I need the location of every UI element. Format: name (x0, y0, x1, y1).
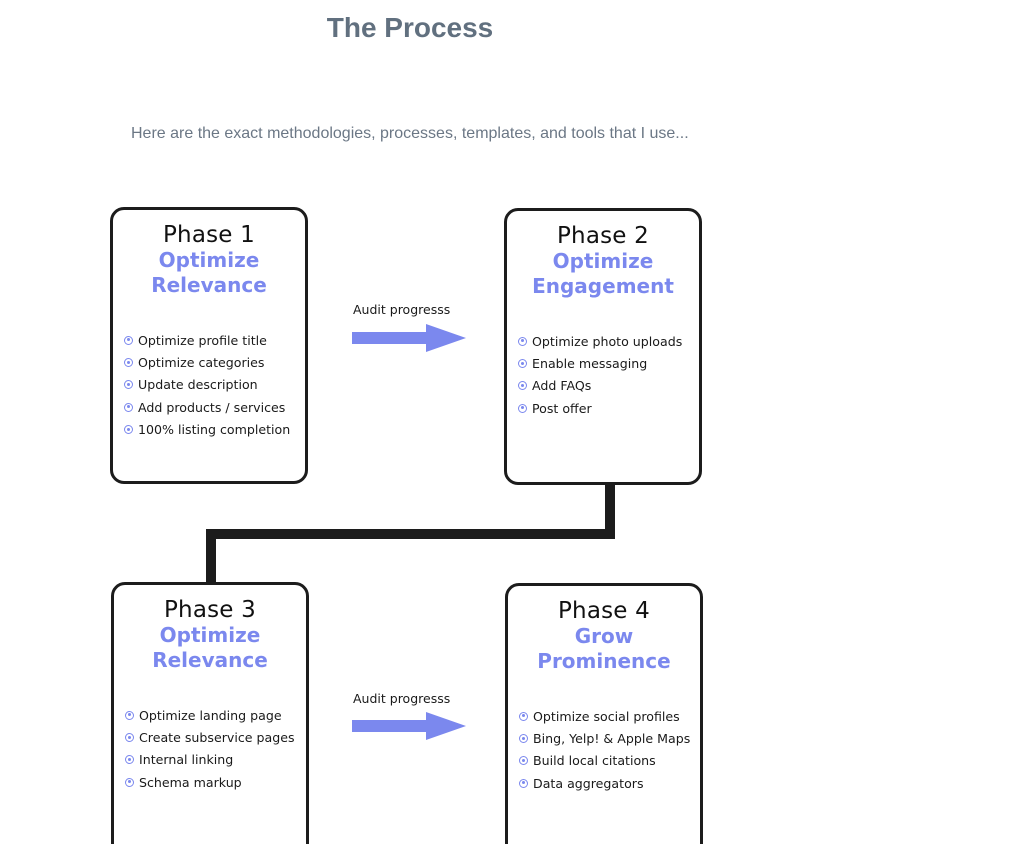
task-label: Add products / services (138, 399, 286, 415)
task-label: Schema markup (139, 774, 242, 790)
task-label: Optimize social profiles (533, 708, 680, 724)
phase-card-1: Phase 1 Optimize Relevance Optimize prof… (110, 207, 308, 484)
list-item: Add products / services (124, 396, 290, 418)
list-item: Optimize profile title (124, 329, 290, 351)
phase-subtitle: Optimize Relevance (152, 623, 268, 672)
list-item: Data aggregators (519, 772, 690, 794)
phase-subtitle: Optimize Engagement (532, 249, 674, 298)
list-item: Internal linking (125, 749, 295, 771)
bullet-icon (519, 778, 528, 788)
task-label: Post offer (532, 400, 592, 416)
transition-label: Audit progresss (353, 691, 451, 706)
task-label: Add FAQs (532, 378, 592, 394)
bullet-icon (518, 336, 527, 346)
bullet-icon (124, 358, 133, 368)
task-label: Optimize categories (138, 355, 265, 371)
list-item: Create subservice pages (125, 726, 295, 748)
phase-card-2: Phase 2 Optimize Engagement Optimize pho… (504, 208, 702, 485)
phase-task-list: Optimize profile title Optimize categori… (124, 329, 290, 441)
list-item: Optimize landing page (125, 704, 295, 726)
task-label: Create subservice pages (139, 730, 295, 746)
phase-title: Phase 1 (162, 222, 256, 248)
bullet-icon (519, 711, 528, 721)
bullet-icon (124, 335, 133, 345)
task-label: Data aggregators (533, 775, 644, 791)
phase-title: Phase 2 (556, 223, 650, 249)
bullet-icon (125, 733, 134, 743)
task-label: Optimize profile title (138, 332, 267, 348)
list-item: Optimize photo uploads (518, 330, 682, 352)
bullet-icon (519, 734, 528, 744)
list-item: Optimize social profiles (519, 705, 690, 727)
list-item: Add FAQs (518, 375, 682, 397)
page-title: The Process (326, 12, 494, 43)
right-arrow-icon (352, 324, 466, 352)
bullet-icon (125, 777, 134, 787)
task-label: Optimize photo uploads (532, 333, 683, 349)
list-item: Bing, Yelp! & Apple Maps (519, 727, 690, 749)
list-item: Optimize categories (124, 351, 290, 373)
task-label: Optimize landing page (139, 707, 282, 723)
bullet-icon (125, 755, 134, 765)
bullet-icon (518, 403, 527, 413)
list-item: Build local citations (519, 750, 690, 772)
bullet-icon (124, 425, 133, 435)
right-arrow-icon (352, 712, 466, 740)
bullet-icon (124, 402, 133, 412)
phase-title: Phase 3 (163, 597, 257, 623)
phase-title: Phase 4 (557, 598, 651, 624)
phase-task-list: Optimize social profiles Bing, Yelp! & A… (519, 705, 690, 795)
bullet-icon (124, 380, 133, 390)
transition-label: Audit progresss (353, 302, 451, 317)
phase-subtitle: Optimize Relevance (151, 248, 267, 297)
bullet-icon (518, 381, 527, 391)
phase-task-list: Optimize landing page Create subservice … (125, 704, 295, 794)
bullet-icon (125, 710, 134, 720)
page-intro: Here are the exact methodologies, proces… (131, 125, 689, 142)
phase-card-4: Phase 4 Grow Prominence Optimize social … (505, 583, 703, 844)
list-item: Update description (124, 374, 290, 396)
list-item: 100% listing completion (124, 419, 290, 441)
list-item: Schema markup (125, 771, 295, 793)
list-item: Enable messaging (518, 352, 682, 374)
task-label: Internal linking (139, 752, 234, 768)
task-label: 100% listing completion (138, 422, 291, 438)
phase-subtitle: Grow Prominence (537, 624, 671, 673)
phase-card-3: Phase 3 Optimize Relevance Optimize land… (111, 582, 309, 844)
list-item: Post offer (518, 397, 682, 419)
task-label: Build local citations (533, 753, 656, 769)
task-label: Update description (138, 377, 258, 393)
task-label: Bing, Yelp! & Apple Maps (533, 731, 691, 747)
bullet-icon (519, 756, 528, 766)
bullet-icon (518, 359, 527, 369)
task-label: Enable messaging (532, 356, 648, 372)
phase-task-list: Optimize photo uploads Enable messaging … (518, 330, 682, 420)
